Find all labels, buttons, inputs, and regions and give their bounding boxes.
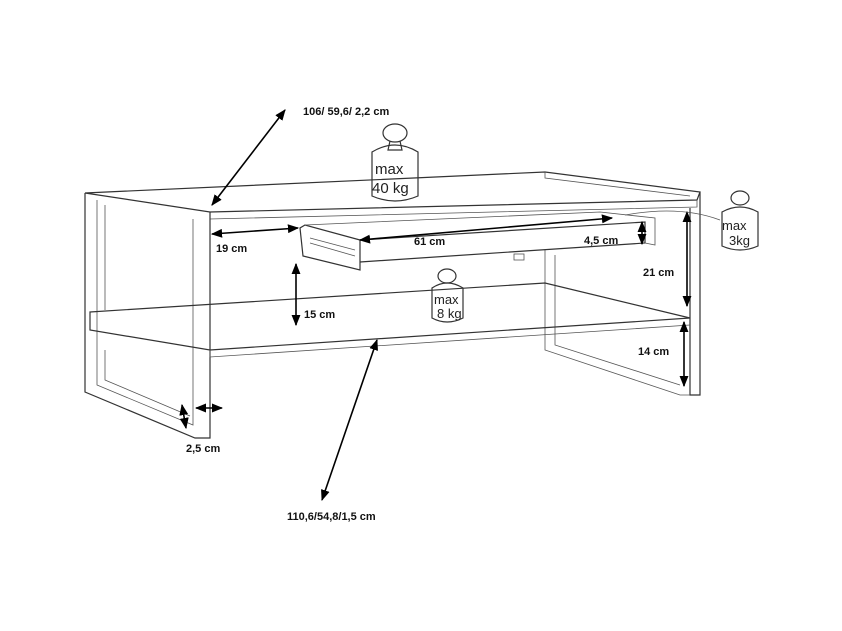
weight-icon-top: max 40 kg bbox=[371, 123, 419, 202]
svg-text:3kg: 3kg bbox=[729, 233, 750, 248]
drawer-height-label: 4,5 cm bbox=[584, 235, 618, 247]
shelf-height-label: 14 cm bbox=[638, 346, 669, 358]
svg-text:40 kg: 40 kg bbox=[372, 180, 409, 197]
tabletop-dimension-label: 106/ 59,6/ 2,2 cm bbox=[303, 106, 389, 118]
drawer-depth-label: 61 cm bbox=[414, 236, 445, 248]
top-clearance-label: 21 cm bbox=[643, 267, 674, 279]
shelf-gap-label: 15 cm bbox=[304, 309, 335, 321]
drawer-offset-label: 19 cm bbox=[216, 243, 247, 255]
weight-icon-drawer: max 3kg bbox=[721, 190, 759, 251]
svg-text:max: max bbox=[722, 218, 747, 233]
dimension-arrows bbox=[179, 109, 721, 502]
shelf-dimension-label: 110,6/54,8/1,5 cm bbox=[287, 511, 376, 523]
weight-icon-shelf: max 8 kg bbox=[431, 268, 464, 323]
table-outline bbox=[84, 171, 701, 439]
svg-text:max: max bbox=[375, 161, 404, 178]
leg-width-label: 2,5 cm bbox=[186, 443, 220, 455]
svg-text:max: max bbox=[434, 292, 459, 307]
svg-text:8 kg: 8 kg bbox=[437, 306, 462, 321]
